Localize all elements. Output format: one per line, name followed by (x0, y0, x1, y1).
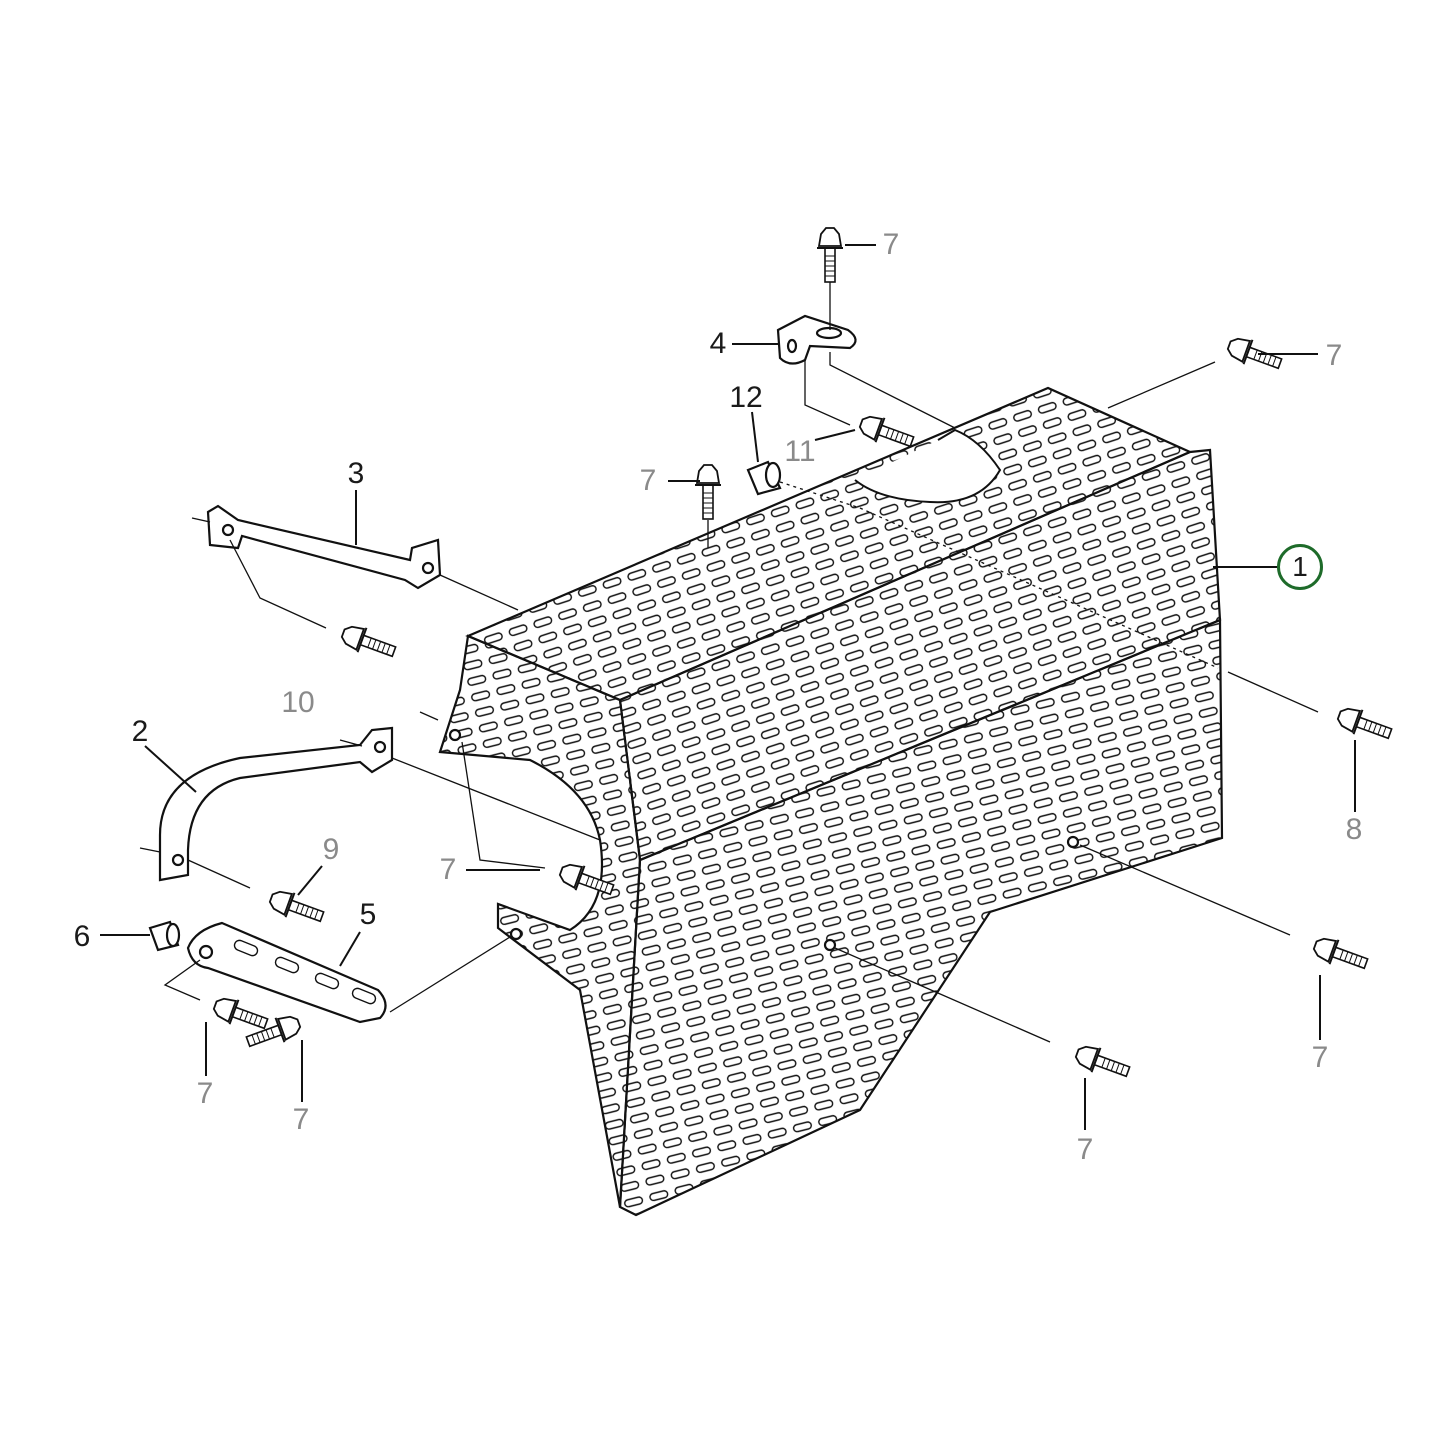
bolt-7-top (816, 227, 844, 283)
curved-bracket-part-2 (139, 726, 394, 882)
callout-part-7-top[interactable]: 7 (882, 228, 900, 261)
cover-panel-part-1 (438, 386, 1224, 1217)
callout-part-2[interactable]: 2 (131, 715, 149, 748)
bolt-7-lower-left (209, 991, 272, 1037)
callout-part-7-mid-top[interactable]: 7 (639, 464, 657, 497)
bracket-part-3 (191, 504, 442, 590)
callout-part-6[interactable]: 6 (73, 920, 91, 953)
callout-part-7-right[interactable]: 7 (1311, 1041, 1329, 1074)
bolt-7-bottom (1071, 1039, 1134, 1085)
callout-part-7-side[interactable]: 7 (439, 853, 457, 886)
callout-part-11[interactable]: 11 (784, 435, 816, 468)
angle-bracket-part-4 (776, 314, 857, 365)
callout-part-1[interactable]: 1 (1277, 544, 1323, 590)
bolt-9 (265, 884, 328, 930)
callout-part-5[interactable]: 5 (359, 898, 377, 931)
callout-part-8[interactable]: 8 (1345, 813, 1363, 846)
spacer-part-12 (746, 460, 782, 496)
callout-part-9[interactable]: 9 (322, 833, 340, 866)
callout-part-4[interactable]: 4 (709, 327, 727, 360)
bolt-7-right (1309, 931, 1372, 977)
leader-lines (100, 244, 1356, 1130)
callout-part-7-bottom[interactable]: 7 (1076, 1133, 1094, 1166)
callout-part-3[interactable]: 3 (347, 457, 365, 490)
callout-part-12[interactable]: 12 (729, 381, 763, 414)
slotted-strap-part-5 (186, 921, 387, 1024)
bolt-8 (1333, 701, 1396, 747)
bolt-10 (337, 619, 400, 665)
callout-part-7-strap[interactable]: 7 (292, 1103, 310, 1136)
callout-part-7-lower-left[interactable]: 7 (196, 1077, 214, 1110)
callout-part-10[interactable]: 10 (281, 686, 315, 719)
bolt-7-mid-top (694, 464, 722, 520)
spacer-part-6 (148, 920, 181, 952)
callout-part-7-top-right[interactable]: 7 (1325, 339, 1343, 372)
